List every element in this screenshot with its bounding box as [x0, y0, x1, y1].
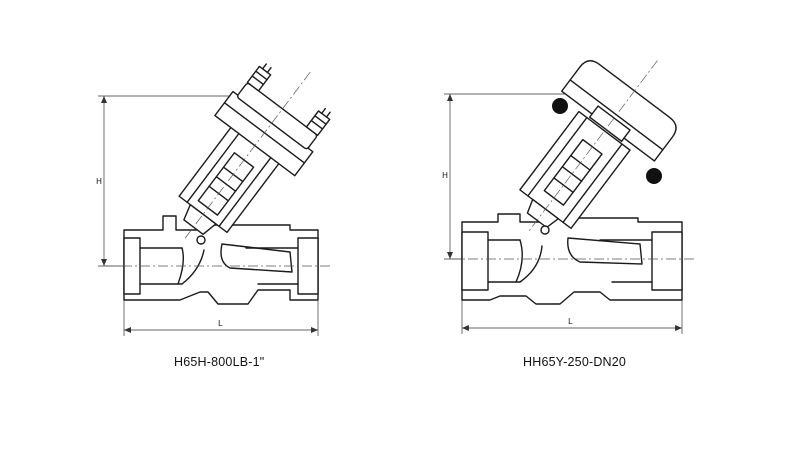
bonnet-head: [561, 60, 677, 162]
bolt-head-right: [646, 168, 662, 184]
pivot-pin: [196, 235, 206, 245]
outlet-port: [651, 231, 683, 291]
valve-disc: [183, 203, 217, 236]
valve-drawing-h65h: H: [96, 63, 331, 336]
caption-right: HH65Y-250-DN20: [523, 355, 627, 369]
bolt-left: [246, 63, 272, 92]
bolt-head-top: [552, 98, 568, 114]
dimension-h-label: H: [442, 171, 448, 180]
pivot-pin: [540, 225, 550, 235]
bolt-right: [305, 107, 331, 137]
dimension-l-left: L: [123, 300, 319, 336]
valve-drawing-hh65y: H: [442, 60, 694, 334]
valve-body: [123, 215, 319, 305]
dimension-l-label: L: [568, 317, 573, 326]
dimension-h-right: H: [442, 93, 568, 260]
dimension-l-label: L: [218, 319, 223, 328]
caption-left: H65H-800LB-1": [174, 355, 265, 369]
inlet-port: [461, 231, 489, 291]
dimension-l-right: L: [461, 300, 683, 334]
dimension-h-label: H: [96, 177, 102, 186]
